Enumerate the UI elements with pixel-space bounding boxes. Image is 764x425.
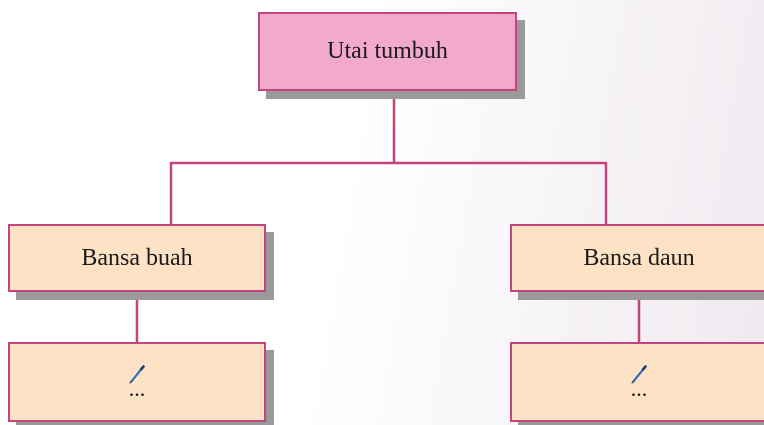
answer-placeholder-leaf: ... bbox=[630, 376, 648, 401]
answer-placeholder-fruit: ... bbox=[128, 376, 146, 401]
pen-icon bbox=[129, 365, 145, 384]
answer-box-fruit[interactable]: ... bbox=[8, 342, 266, 422]
root-label: Utai tumbuh bbox=[327, 38, 448, 64]
child-label-leaf: Bansa daun bbox=[583, 244, 695, 271]
child-label-fruit: Bansa buah bbox=[81, 244, 193, 271]
pen-icon bbox=[631, 365, 647, 384]
answer-box-leaf[interactable]: ... bbox=[510, 342, 764, 422]
child-node-leaf: Bansa daun bbox=[510, 224, 764, 292]
root-node: Utai tumbuh bbox=[258, 12, 517, 91]
child-node-fruit: Bansa buah bbox=[8, 224, 266, 292]
